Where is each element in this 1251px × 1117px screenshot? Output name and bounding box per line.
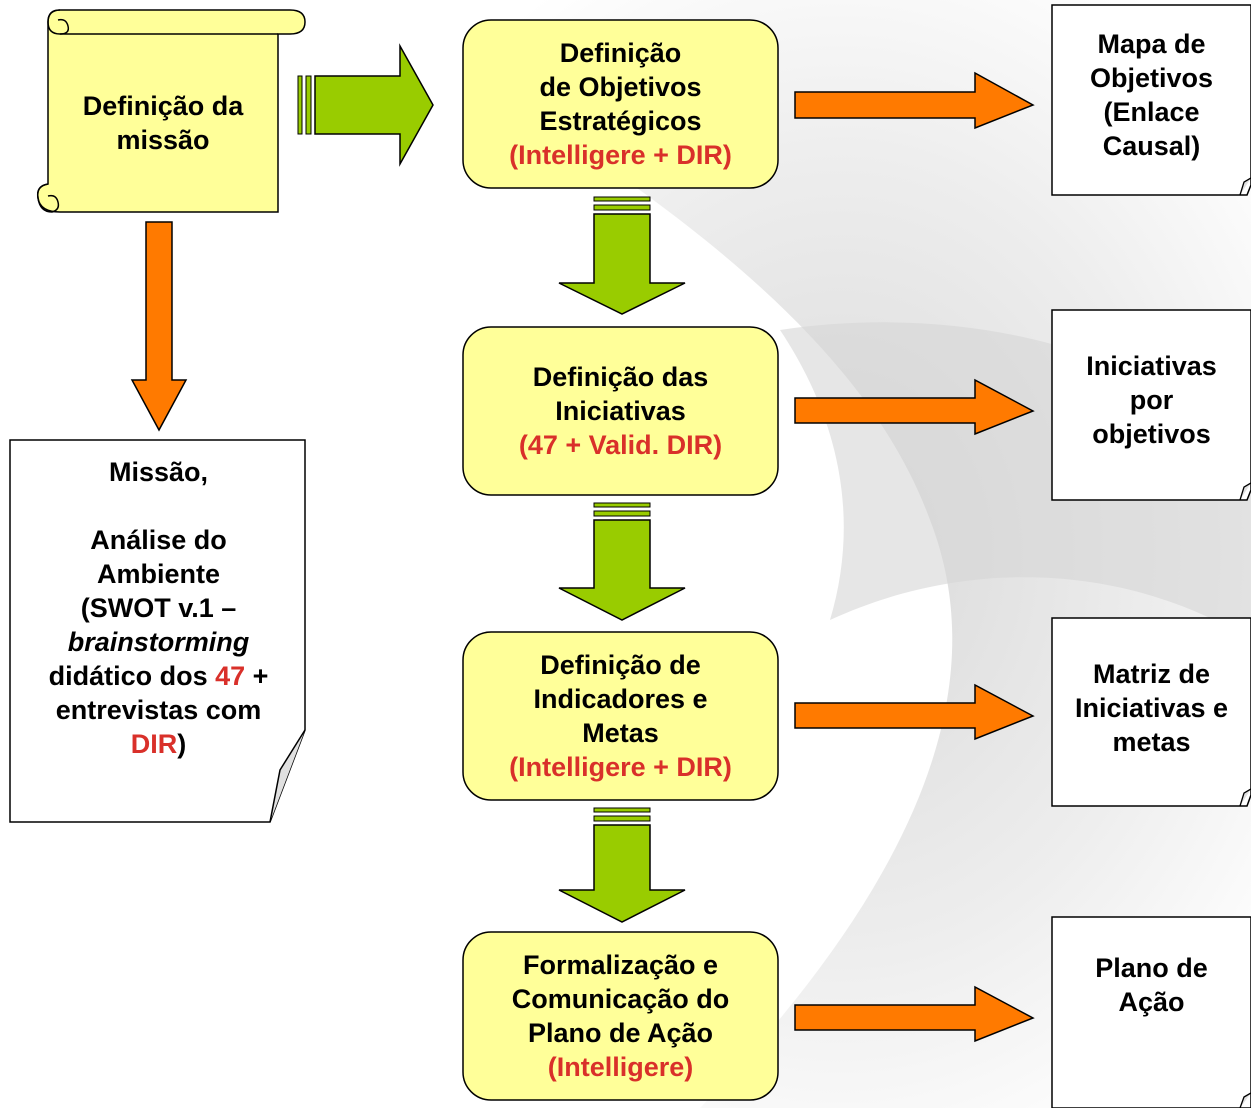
output-line: Mapa de: [1097, 29, 1206, 59]
step-1-label: Definição de Objetivos Estratégicos (Int…: [463, 20, 778, 188]
mission-label-line: Definição da: [82, 91, 244, 121]
green-arrow-down: [558, 196, 686, 315]
note-line-italic: brainstorming: [67, 627, 250, 657]
step-line: Definição das: [532, 362, 709, 392]
output-note-shape: [1051, 309, 1251, 501]
output-line: metas: [1112, 727, 1191, 757]
step-owner: (Intelligere): [547, 1052, 694, 1082]
note-highlight: 47: [215, 661, 246, 691]
green-arrow-down: [558, 502, 686, 621]
step-box-shape: [462, 326, 779, 496]
note-highlight: DIR: [130, 729, 178, 759]
output-3-label: Matriz de Iniciativas e metas: [1052, 618, 1251, 798]
orange-arrow-right: [794, 985, 1035, 1043]
note-fragment: +: [245, 661, 269, 691]
orange-arrow-right: [794, 683, 1035, 741]
green-arrow-right: [297, 43, 434, 167]
step-4-label: Formalização e Comunicação do Plano de A…: [463, 932, 778, 1100]
note-spacer: [155, 489, 163, 523]
step-line: Definição de: [540, 650, 701, 680]
step-3-label: Definição de Indicadores e Metas (Intell…: [463, 632, 778, 800]
mission-label: Definição da missão: [48, 34, 278, 212]
step-line: Indicadores e: [533, 684, 708, 714]
mission-label-line: missão: [116, 125, 210, 155]
output-line: objetivos: [1092, 419, 1211, 449]
output-2-label: Iniciativas por objetivos: [1052, 310, 1251, 490]
step-box-shape: [462, 631, 779, 801]
step-line: Formalização e: [522, 950, 719, 980]
step-owner: (47 + Valid. DIR): [518, 430, 723, 460]
orange-arrow-right: [794, 71, 1035, 130]
step-owner: (Intelligere + DIR): [509, 752, 732, 782]
note-fragment: ): [177, 729, 187, 759]
step-line: Plano de Ação: [527, 1018, 714, 1048]
note-line: Ambiente: [96, 559, 221, 589]
output-line: Objetivos: [1089, 63, 1214, 93]
output-line: Ação: [1118, 987, 1185, 1017]
output-note-shape: [1051, 4, 1251, 196]
note-line: Análise do: [90, 525, 227, 555]
orange-arrow-down: [130, 221, 188, 432]
step-line: de Objetivos: [539, 72, 702, 102]
output-line: Matriz de: [1092, 659, 1211, 689]
output-line: Iniciativas: [1086, 351, 1217, 381]
note-line: (SWOT v.1 –: [80, 593, 237, 623]
output-note-shape: [1051, 916, 1251, 1108]
analysis-note-text: Missão, Análise do Ambiente (SWOT v.1 – …: [12, 455, 305, 800]
step-line: Definição: [559, 38, 682, 68]
note-fragment: didático dos: [48, 661, 216, 691]
step-box-shape: [462, 931, 779, 1101]
step-box-shape: [462, 19, 779, 189]
output-4-label: Plano de Ação: [1052, 917, 1251, 1117]
green-arrow-down: [558, 807, 686, 923]
output-1-label: Mapa de Objetivos (Enlace Causal): [1052, 5, 1251, 185]
output-line: (Enlace: [1103, 97, 1200, 127]
step-owner: (Intelligere + DIR): [509, 140, 732, 170]
output-note-shape: [1051, 617, 1251, 807]
step-line: Comunicação do: [511, 984, 730, 1014]
step-line: Iniciativas: [555, 396, 686, 426]
mission-scroll-shape: [36, 9, 306, 213]
orange-arrow-right: [794, 378, 1035, 436]
output-line: Iniciativas e: [1074, 693, 1229, 723]
note-line: DIR): [131, 727, 187, 761]
note-line: didático dos 47 +: [49, 659, 269, 693]
output-line: Causal): [1102, 131, 1201, 161]
note-line: Missão,: [108, 457, 209, 487]
note-line: entrevistas com: [55, 695, 262, 725]
step-line: Estratégicos: [539, 106, 702, 136]
step-line: Metas: [582, 718, 659, 748]
output-line: Plano de: [1095, 953, 1208, 983]
step-2-label: Definição das Iniciativas (47 + Valid. D…: [463, 327, 778, 495]
output-line: por: [1129, 385, 1174, 415]
